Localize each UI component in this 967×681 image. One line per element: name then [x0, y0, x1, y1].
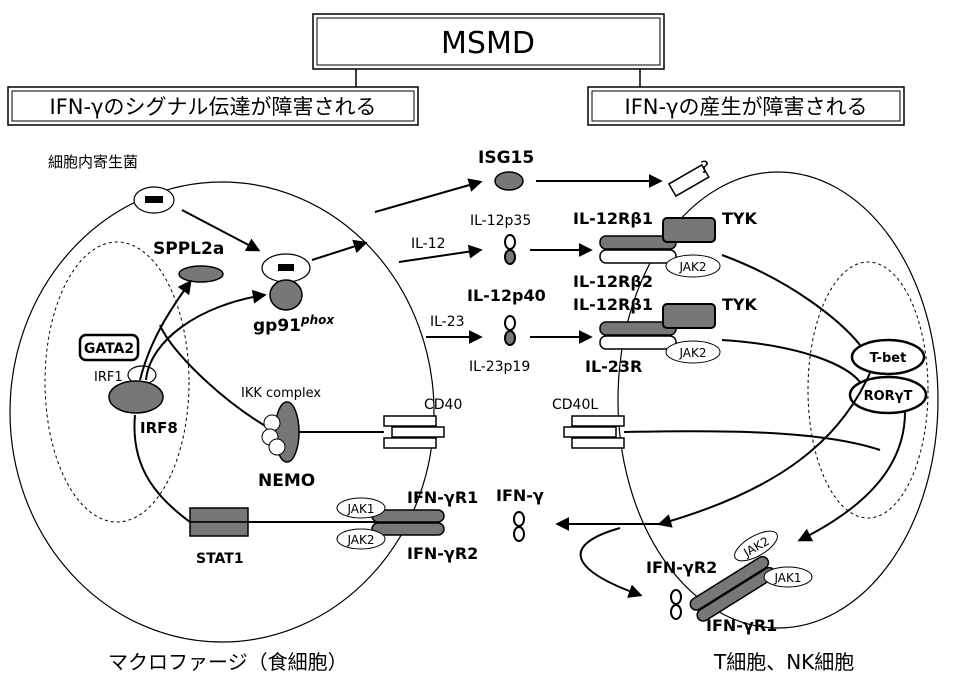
tcell-ifngr2-label: IFN-γR2 [646, 558, 717, 577]
irf8-icon [108, 380, 164, 414]
cd40-label: CD40 [424, 397, 462, 413]
title-text: MSMD [441, 26, 535, 61]
tcell-ifngr1-label: IFN-γR1 [706, 616, 777, 635]
question-mark: ? [700, 158, 709, 178]
ifng-icon [513, 511, 525, 542]
il12r-receptor [599, 217, 716, 264]
il23-icon [504, 315, 516, 346]
irf1-label: IRF1 [94, 370, 123, 385]
cd40l-label: CD40L [552, 397, 598, 413]
sppl2a-icon [178, 265, 224, 283]
tcell-ifng-icon [670, 589, 682, 620]
macrophage-caption: マクロファージ（食細胞） [108, 650, 348, 674]
stat1-label: STAT1 [196, 551, 244, 567]
pathogen-icon [133, 186, 175, 214]
mac-ifngr-receptor [371, 509, 445, 536]
tbet-label: T-bet [870, 351, 907, 366]
right-branch-box: IFN-γの産生が障害される [587, 86, 905, 126]
il12-icon [504, 234, 516, 265]
left-branch-box: IFN-γのシグナル伝達が障害される [7, 86, 419, 126]
sppl2a-label: SPPL2a [153, 239, 224, 259]
rorgt-icon [848, 375, 928, 415]
isg15-label: ISG15 [478, 148, 534, 168]
gp91-label: gp91phox [253, 313, 335, 336]
isg15-receptor [667, 163, 710, 198]
right-branch-text: IFN-γの産生が障害される [625, 95, 868, 119]
il12rb1-a-label: IL-12Rβ1 [573, 209, 653, 228]
ifng-label: IFN-γ [496, 486, 544, 505]
gata2-box: GATA2 [78, 333, 140, 362]
phagosome-icon [261, 253, 311, 283]
il12rb1-b-label: IL-12Rβ1 [573, 295, 653, 314]
rorgt-label: RORγT [864, 389, 913, 404]
isg15-icon [494, 171, 524, 191]
il12rb2-label: IL-12Rβ2 [573, 272, 653, 291]
macrophage-nucleus [44, 241, 190, 523]
macrophage-cell [9, 181, 435, 643]
il23p19-label: IL-23p19 [469, 359, 530, 375]
nemo-label: NEMO [258, 471, 315, 491]
tbet-icon [850, 338, 926, 376]
mac-jak1-label: JAK1 [346, 502, 374, 516]
tcell [617, 171, 939, 629]
tyk-b-label: TYK [722, 295, 758, 314]
jak2-b-label: JAK2 [678, 346, 706, 360]
tcell-jak1-label: JAK1 [773, 571, 801, 585]
irf8-label: IRF8 [140, 419, 178, 437]
svg-text:GATA2: GATA2 [84, 341, 134, 357]
tyk-a-label: TYK [722, 209, 758, 228]
il12p35-label: IL-12p35 [470, 213, 531, 229]
mac-ifngr2-label: IFN-γR2 [407, 544, 478, 563]
mac-ifngr1-label: IFN-γR1 [407, 488, 478, 507]
left-branch-text: IFN-γのシグナル伝達が障害される [50, 95, 377, 119]
il23-label: IL-23 [430, 314, 465, 330]
il23r-label: IL-23R [585, 357, 642, 376]
tcell-caption: T細胞、NK細胞 [713, 650, 854, 674]
pathogen-label: 細胞内寄生菌 [48, 153, 138, 171]
il23r-receptor [599, 303, 716, 350]
ikk-label: IKK complex [241, 386, 321, 401]
gp91-icon [269, 279, 303, 311]
mac-jak2-label: JAK2 [346, 533, 374, 547]
cd40l-receptor [563, 415, 625, 449]
il12-label: IL-12 [411, 236, 446, 252]
cd40-receptor [383, 415, 445, 449]
stat1-icon [189, 507, 249, 537]
il12p40-label: IL-12p40 [467, 286, 546, 305]
tcell-nucleus [807, 261, 929, 519]
jak2-a-label: JAK2 [678, 260, 706, 274]
title-box: MSMD [312, 13, 665, 70]
